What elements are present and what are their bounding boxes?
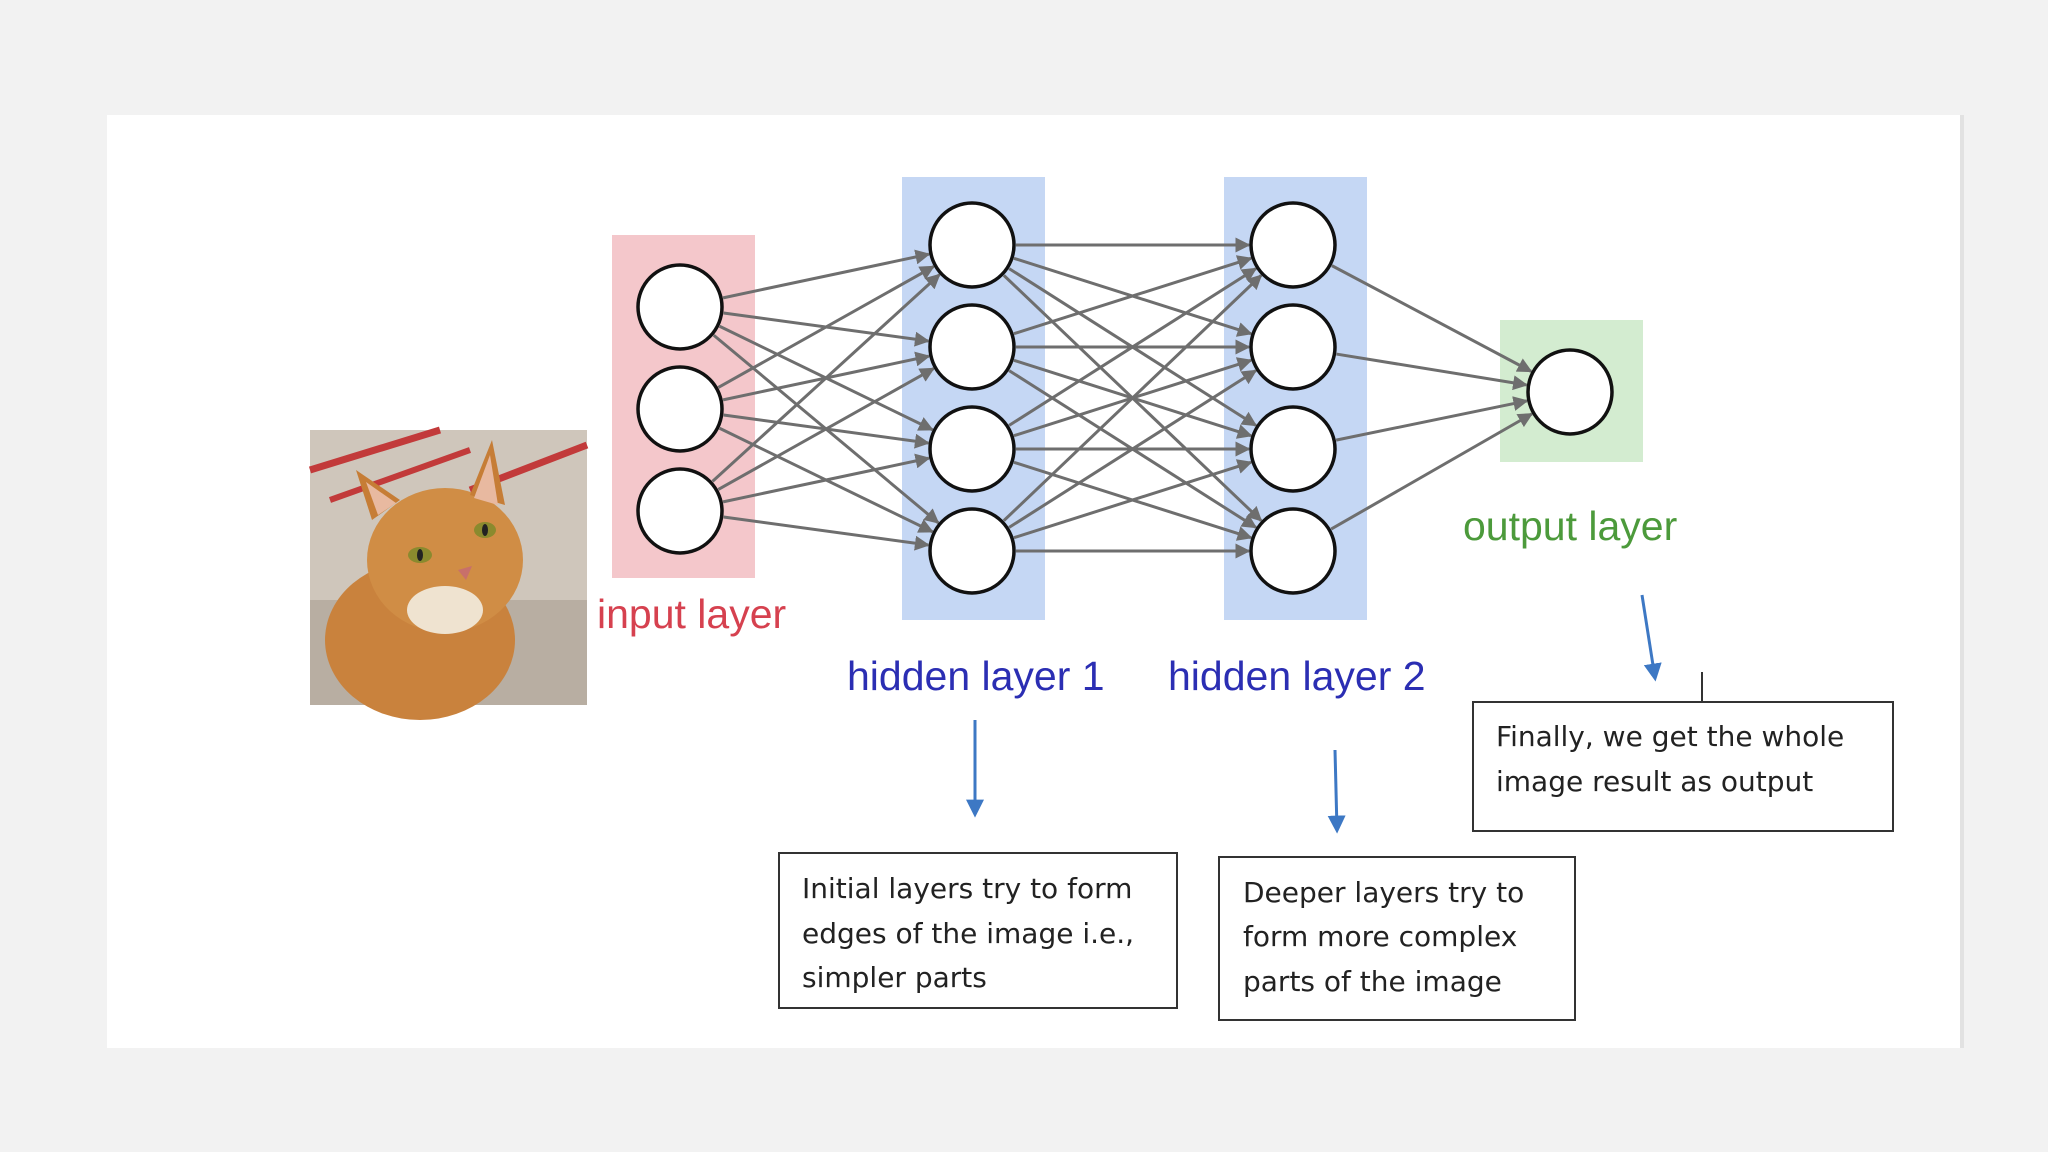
note-line: parts of the image — [1243, 965, 1502, 998]
connection-line — [1013, 255, 1253, 336]
input-neuron — [636, 467, 724, 555]
output-note-arrow — [1640, 594, 1662, 682]
hidden2-note-text: Deeper layers try to form more complex p… — [1243, 876, 1533, 998]
note-line: simpler parts — [802, 961, 987, 994]
hidden1-neuron — [928, 201, 1016, 289]
connection-line — [1331, 264, 1533, 373]
hidden1-neuron — [928, 303, 1016, 391]
connection-line — [723, 515, 930, 551]
connection-line — [722, 453, 931, 504]
output-layer-label: output layer — [1463, 503, 1677, 549]
hidden2-neuron — [1249, 507, 1337, 595]
note-line: Finally, we get the whole — [1496, 720, 1844, 753]
connection-line — [1002, 274, 1263, 522]
hidden1-note-text: Initial layers try to form edges of the … — [802, 872, 1143, 994]
hidden2-neuron — [1249, 303, 1337, 391]
connection-line — [717, 367, 935, 491]
input-neuron — [636, 365, 724, 453]
output-neuron — [1526, 348, 1614, 436]
note-line: Initial layers try to form — [802, 872, 1132, 905]
hidden1-note-box — [778, 852, 1178, 1009]
connections — [711, 237, 1534, 559]
note-line: edges of the image i.e., — [802, 917, 1134, 950]
input-neuron — [636, 263, 724, 351]
hidden1-neuron — [928, 405, 1016, 493]
connection-line — [1336, 352, 1529, 391]
panel-right-shadow — [1960, 115, 1964, 1048]
note-line: Deeper layers try to — [1243, 876, 1524, 909]
neurons — [636, 201, 1614, 595]
note-line: image result as output — [1496, 765, 1813, 798]
hidden-layer-1-label: hidden layer 1 — [847, 653, 1105, 699]
connection-line — [711, 273, 941, 483]
cat-photo — [308, 426, 589, 720]
hidden2-neuron — [1249, 405, 1337, 493]
connection-line — [1330, 412, 1534, 531]
hidden2-neuron — [1249, 201, 1337, 289]
connection-line — [1008, 369, 1258, 529]
connection-line — [722, 249, 931, 300]
connection-line — [1008, 267, 1258, 427]
connection-line — [1335, 396, 1529, 442]
hidden1-neuron — [928, 507, 1016, 595]
hidden-layer-2-label: hidden layer 2 — [1168, 653, 1426, 699]
connection-line — [717, 265, 935, 389]
input-layer-label: input layer — [597, 591, 786, 637]
output-note-box — [1472, 701, 1894, 832]
note-line: form more complex — [1243, 920, 1517, 953]
hidden2-note-box — [1218, 856, 1576, 1021]
output-note-text: Finally, we get the whole image result a… — [1496, 720, 1853, 798]
hidden2-note-arrow — [1327, 749, 1346, 834]
connection-line — [1013, 459, 1253, 540]
